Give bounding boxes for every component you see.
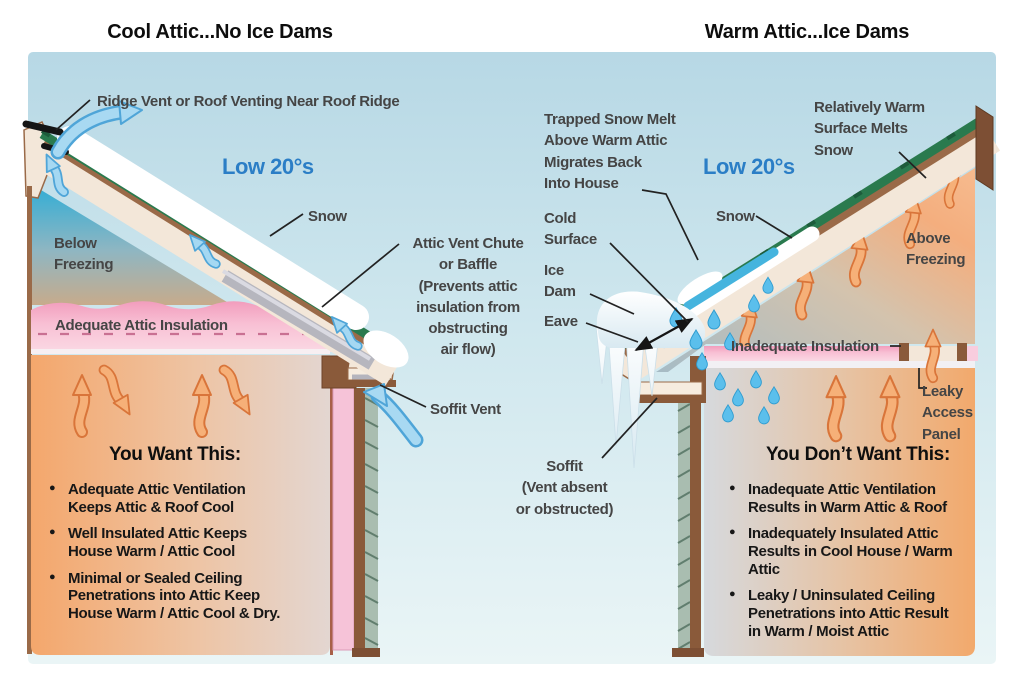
insulation-stub — [966, 346, 978, 361]
snow-hump — [677, 271, 723, 305]
left-wall-edge — [27, 186, 32, 654]
siding — [678, 398, 690, 650]
left-title: Cool Attic...No Ice Dams — [107, 21, 333, 43]
snow-label-right: Snow — [716, 208, 755, 225]
leader-lines — [55, 99, 927, 459]
warm-attic-space — [656, 168, 975, 372]
above-freezing-label: Above Freezing — [906, 230, 966, 269]
want-this-list: Adequate Attic Ventilation Keeps Attic &… — [47, 481, 289, 632]
snow-eave — [363, 330, 409, 368]
snow-blanket — [57, 126, 369, 330]
ridge-board — [975, 105, 994, 191]
wall-insulation — [332, 387, 355, 651]
soffit-no-vent — [635, 381, 703, 396]
below-freezing-label: Below Freezing — [54, 235, 114, 274]
soffit-trim — [630, 395, 706, 403]
list-item: Adequate Attic Ventilation Keeps Attic &… — [47, 481, 289, 516]
ridge-airflow-arrow-icon — [53, 107, 127, 157]
vent-chute-highlight — [221, 269, 372, 361]
relatively-warm-label: Relatively Warm Surface Melts Snow — [814, 99, 925, 159]
siding-laps — [677, 403, 691, 650]
ice-dam-label: Ice Dam — [544, 262, 576, 301]
siding-laps — [364, 397, 379, 646]
soffit-trim — [346, 380, 396, 387]
list-item: Minimal or Sealed Ceiling Penetrations i… — [47, 570, 289, 623]
list-item: Well Insulated Attic Keeps House Warm / … — [47, 525, 289, 560]
siding — [365, 388, 378, 650]
eave-label: Eave — [544, 313, 578, 330]
list-item: Leaky / Uninsulated Ceiling Penetrations… — [727, 587, 965, 640]
trapped-melt-label: Trapped Snow Melt Above Warm Attic Migra… — [544, 111, 676, 192]
list-item: Inadequately Insulated Attic Results in … — [727, 525, 965, 578]
adequate-insulation-label: Adequate Attic Insulation — [55, 317, 228, 334]
cold-surface-label: Cold Surface — [544, 210, 597, 249]
inadequate-insulation-batt — [704, 346, 900, 361]
ridge-vent-cap — [22, 120, 64, 136]
want-this-header: You Want This: — [109, 444, 241, 465]
soffit-vent-label: Soffit Vent — [430, 401, 501, 418]
trapped-meltwater — [683, 247, 779, 311]
ceiling-line — [31, 349, 330, 354]
leaky-access-panel-label: Leaky Access Panel — [922, 383, 973, 443]
wall-base — [672, 648, 704, 657]
wall-base — [352, 648, 380, 657]
temperature-right: Low 20°s — [703, 154, 795, 179]
right-title: Warm Attic...Ice Dams — [704, 21, 910, 43]
inadequate-insulation-label: Inadequate Insulation — [731, 338, 879, 355]
ceiling-joist — [957, 343, 967, 364]
soffit-airflow-arrowhead-icon — [363, 383, 388, 407]
list-item: Inadequate Attic Ventilation Results in … — [727, 481, 965, 516]
wall-stud — [690, 398, 701, 650]
ridge-vent-label: Ridge Vent or Roof Venting Near Roof Rid… — [97, 93, 400, 110]
snow-label-left: Snow — [308, 208, 347, 225]
temperature-left: Low 20°s — [222, 154, 314, 179]
dont-want-this-list: Inadequate Attic Ventilation Results in … — [727, 481, 965, 650]
ceiling-line — [704, 361, 975, 368]
dont-want-this-header: You Don’t Want This: — [766, 444, 950, 465]
interior-wall-line — [330, 356, 333, 655]
wall-stud — [354, 388, 365, 650]
ceiling-joist — [899, 343, 909, 364]
attic-vent-chute-label: Attic Vent Chute or Baffle (Prevents att… — [412, 235, 524, 359]
soffit-absent-label: Soffit (Vent absent or obstructed) — [515, 458, 614, 518]
cool-attic-space — [31, 184, 232, 305]
vent-chute — [221, 270, 376, 370]
ridge-airflow-arrowhead-icon — [118, 100, 143, 125]
eave-dimension-arrow — [634, 318, 694, 351]
